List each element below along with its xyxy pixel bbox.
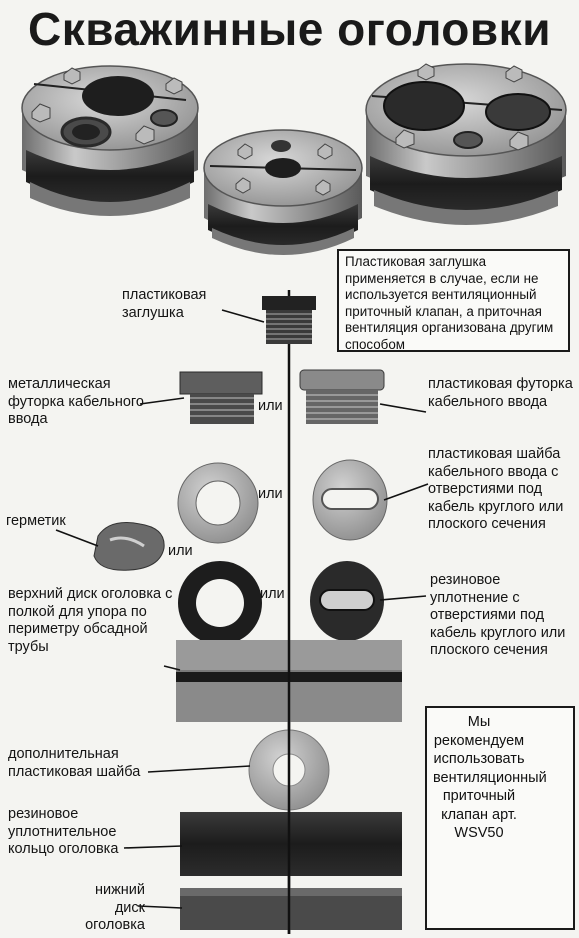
sealant-part	[93, 522, 165, 571]
note-plug-box: Пластиковая заглушка применяется в случа…	[337, 249, 570, 352]
label-extra-washer: дополнительная пластиковая шайба	[8, 746, 141, 780]
label-plastic-futorka: пластиковая футорка кабельного ввода	[428, 376, 573, 410]
recommendation-text: Мы рекомендуем использовать вентиляционн…	[433, 714, 547, 841]
wellhead-large-right	[365, 63, 567, 225]
page-title: Скважинные оголовки	[27, 3, 551, 55]
label-lower-disk: нижний диск оголовка	[85, 882, 145, 933]
or-label-sealant: или	[168, 543, 193, 559]
label-plastic-plug: пластиковая заглушка	[122, 287, 207, 321]
rubber-ring-part	[180, 812, 402, 876]
label-sealant: герметик	[6, 513, 66, 529]
label-rubber-seal: резиновое уплотнение с отверстиями под к…	[430, 572, 566, 658]
or-label-washer: или	[258, 486, 283, 502]
wellhead-small-center	[203, 129, 363, 255]
or-label-futorka: или	[258, 398, 283, 414]
label-rubber-ring: резиновое уплотнительное кольцо оголовка	[8, 806, 119, 857]
label-upper-disk: верхний диск оголовка с полкой для упора…	[8, 586, 173, 655]
note-plug-text: Пластиковая заглушка применяется в случа…	[345, 254, 554, 352]
metal-futorka-part	[179, 371, 263, 424]
plastic-plug-part	[262, 296, 316, 344]
label-plastic-washer-cable: пластиковая шайба кабельного ввода с отв…	[428, 446, 564, 532]
plastic-washer-slot-part	[312, 459, 388, 541]
or-label-rubber: или	[260, 586, 285, 602]
label-metal-futorka: металлическая футорка кабельного ввода	[8, 376, 144, 427]
wellhead-large-left	[21, 65, 199, 216]
recommendation-box: Мы рекомендуем использовать вентиляционн…	[425, 706, 575, 930]
rubber-seal-slot-part	[310, 561, 384, 641]
plastic-futorka-part	[299, 369, 385, 424]
